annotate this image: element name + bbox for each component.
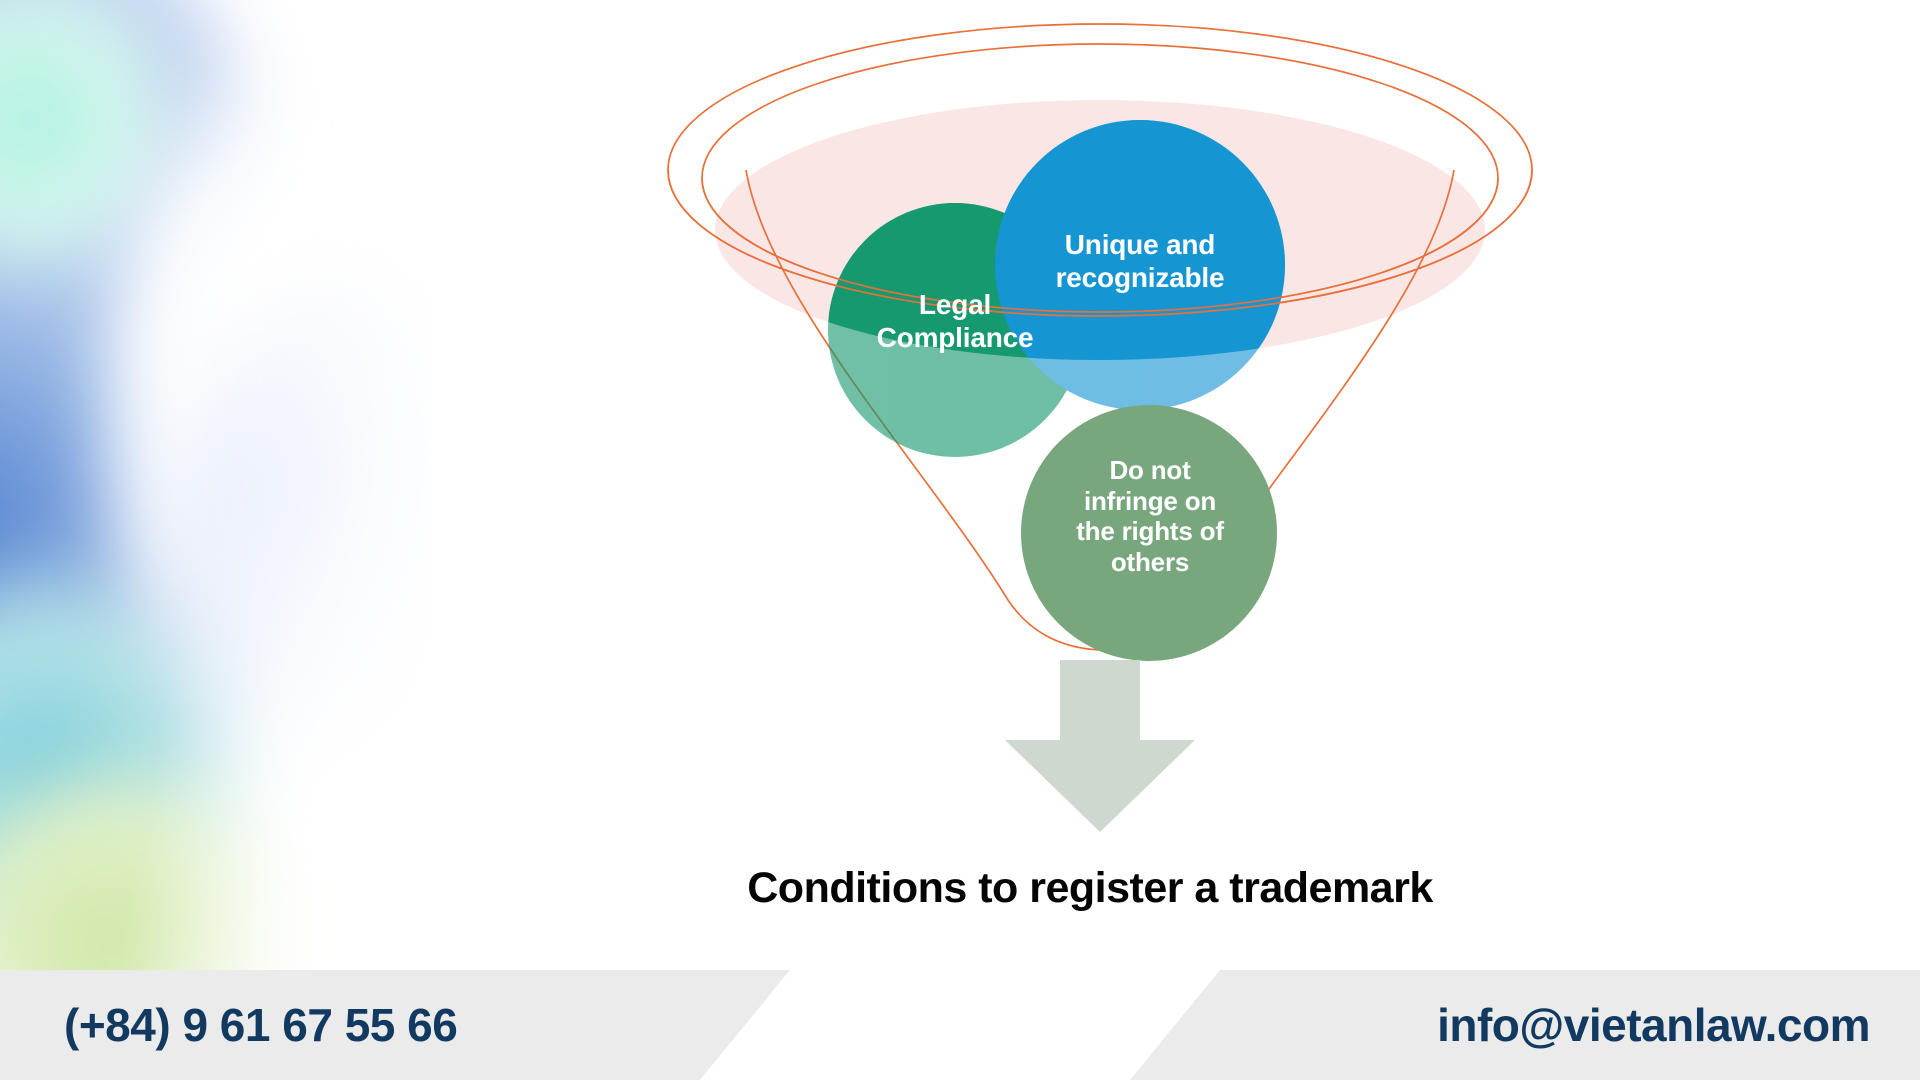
funnel-rim-front-arc — [701, 177, 1499, 313]
gradient-blob — [0, 0, 260, 430]
footer-right-panel — [1130, 970, 1920, 1080]
node-circle-infringe — [1021, 405, 1277, 661]
gradient-blob — [0, 240, 330, 880]
contact-email[interactable]: info@vietanlaw.com — [1437, 999, 1870, 1051]
down-arrow-icon — [1005, 660, 1195, 832]
decorative-gradient-artwork — [0, 0, 430, 985]
funnel-diagram: Legal Compliance Unique and recognizable… — [600, 0, 1600, 832]
gradient-blob — [0, 760, 320, 985]
node-circle-unique-solid — [995, 120, 1285, 360]
gradient-blob — [0, 560, 280, 980]
gradient-blob — [110, 40, 430, 800]
footer-bar: (+84) 9 61 67 55 66 info@vietanlaw.com — [0, 970, 1920, 1080]
gradient-fade-overlay — [0, 0, 430, 985]
footer-left-panel — [0, 970, 790, 1080]
gradient-blob — [180, 280, 430, 840]
gradient-blob — [0, 0, 180, 300]
funnel-outer-rim-front-arc — [667, 169, 1533, 317]
contact-phone[interactable]: (+84) 9 61 67 55 66 — [64, 999, 458, 1051]
node-circles-solid — [828, 120, 1285, 360]
page-title: Conditions to register a trademark — [747, 864, 1433, 912]
